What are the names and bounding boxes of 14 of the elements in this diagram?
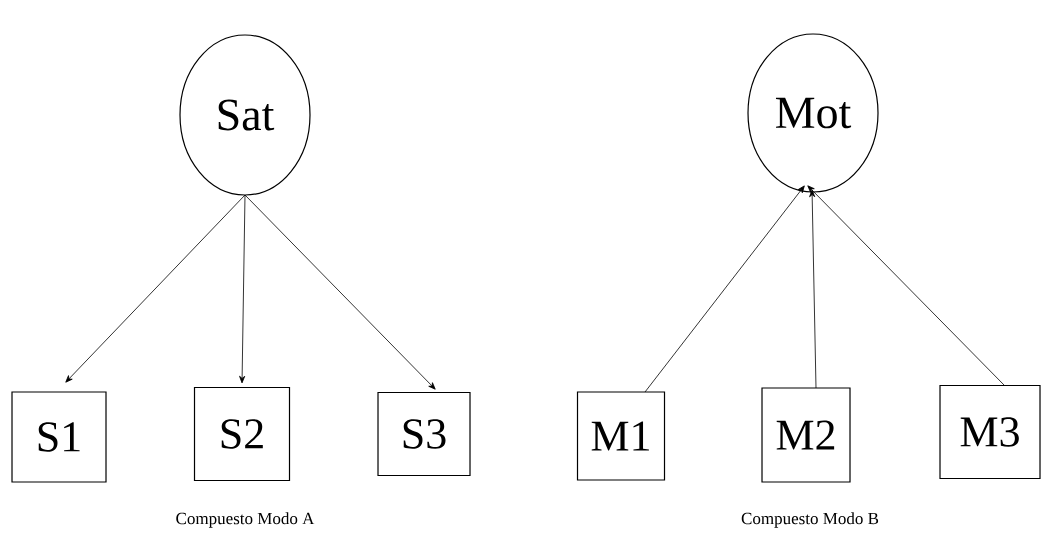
arrow (244, 194, 436, 390)
arrow (644, 185, 805, 393)
indicator-box: S1 (11, 391, 107, 483)
indicator-box: S2 (193, 386, 291, 482)
arrow (65, 194, 246, 383)
arrow (239, 194, 246, 384)
caption: Compuesto Modo A (176, 512, 315, 528)
indicator-box: S3 (377, 391, 471, 477)
indicator-box: M3 (939, 384, 1041, 480)
indicator-box: M2 (761, 387, 851, 483)
arrow (809, 189, 817, 389)
caption: Compuesto Modo B (741, 512, 879, 528)
indicator-box: M1 (576, 391, 666, 481)
arrow (807, 185, 1006, 387)
